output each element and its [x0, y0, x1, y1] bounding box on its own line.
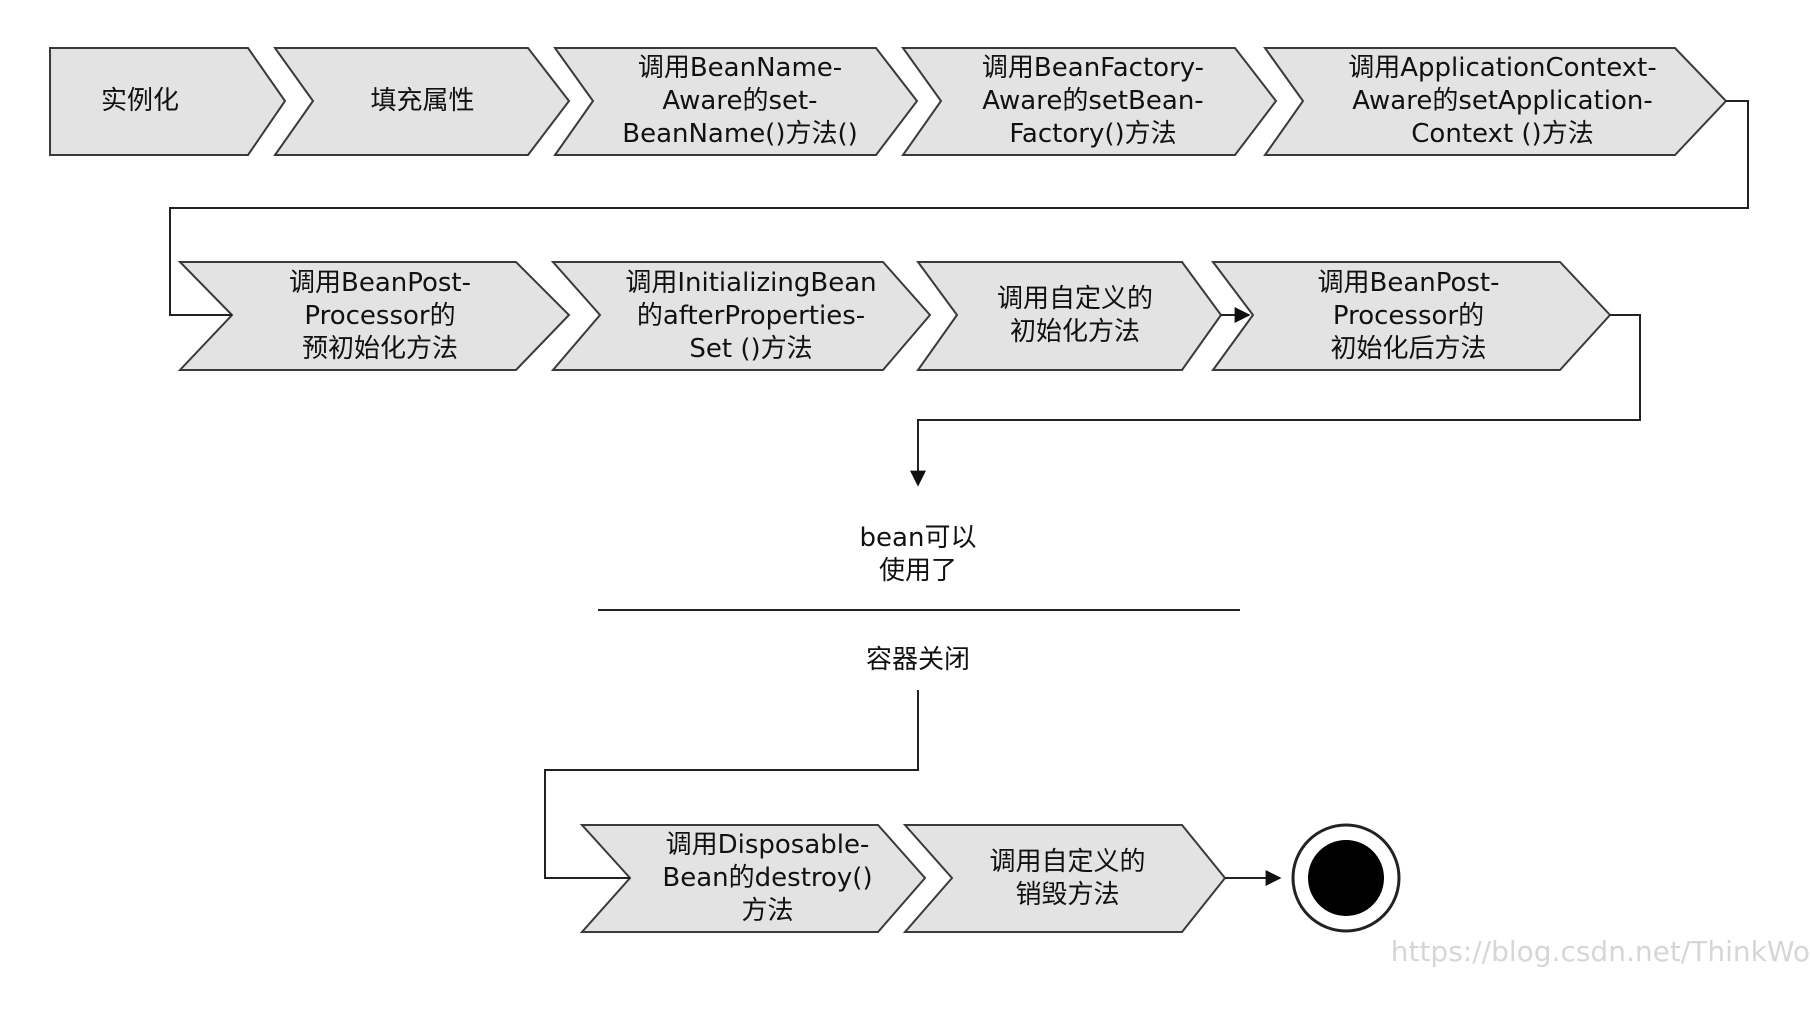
connector-row2-to-ready: [910, 314, 1641, 487]
bean-ready-label: bean可以 使用了: [859, 523, 977, 586]
step-bean-name-aware-shape: [553, 47, 919, 156]
step-custom-init-shape: [916, 261, 1223, 371]
step-before-init-label: 调用BeanPost- Processor的 预初始化方法: [288, 267, 472, 364]
step-after-init-shape: [1210, 261, 1612, 371]
step-custom-destroy-shape: [902, 824, 1227, 933]
connector-row1-to-row2: [169, 100, 1749, 316]
step-instantiate-shape: [49, 47, 287, 156]
watermark-text: https://blog.csdn.net/ThinkWo: [1390, 935, 1810, 968]
step-custom-destroy-label: 调用自定义的 销毁方法: [989, 846, 1146, 910]
step-populate-properties-shape: [273, 47, 571, 156]
end-node-dot: [1308, 840, 1384, 916]
step-instantiate-label: 实例化: [100, 86, 179, 116]
step-after-properties-set-label: 调用InitializingBean 的afterProperties- Set…: [625, 267, 877, 364]
step-application-context-aware-shape: [1263, 47, 1728, 156]
step-disposable-bean-label: 调用Disposable- Bean的destroy() 方法: [662, 830, 873, 926]
step-custom-init-label: 调用自定义的 初始化方法: [996, 284, 1153, 347]
container-close-label: 容器关闭: [865, 644, 970, 675]
step-after-properties-set-shape: [550, 261, 932, 371]
step-bean-factory-aware-label: 调用BeanFactory- Aware的setBean- Factory()方…: [981, 53, 1205, 149]
step-application-context-aware-label: 调用ApplicationContext- Aware的setApplicati…: [1348, 53, 1657, 149]
step-after-init-label: 调用BeanPost- Processor的 初始化后方法: [1317, 267, 1500, 364]
step-bean-factory-aware-shape: [901, 47, 1278, 156]
step-populate-properties-label: 填充属性: [370, 86, 475, 116]
step-bean-name-aware-label: 调用BeanName- Aware的set- BeanName()方法(): [622, 53, 858, 149]
connector-close-to-destroy: [544, 690, 919, 879]
